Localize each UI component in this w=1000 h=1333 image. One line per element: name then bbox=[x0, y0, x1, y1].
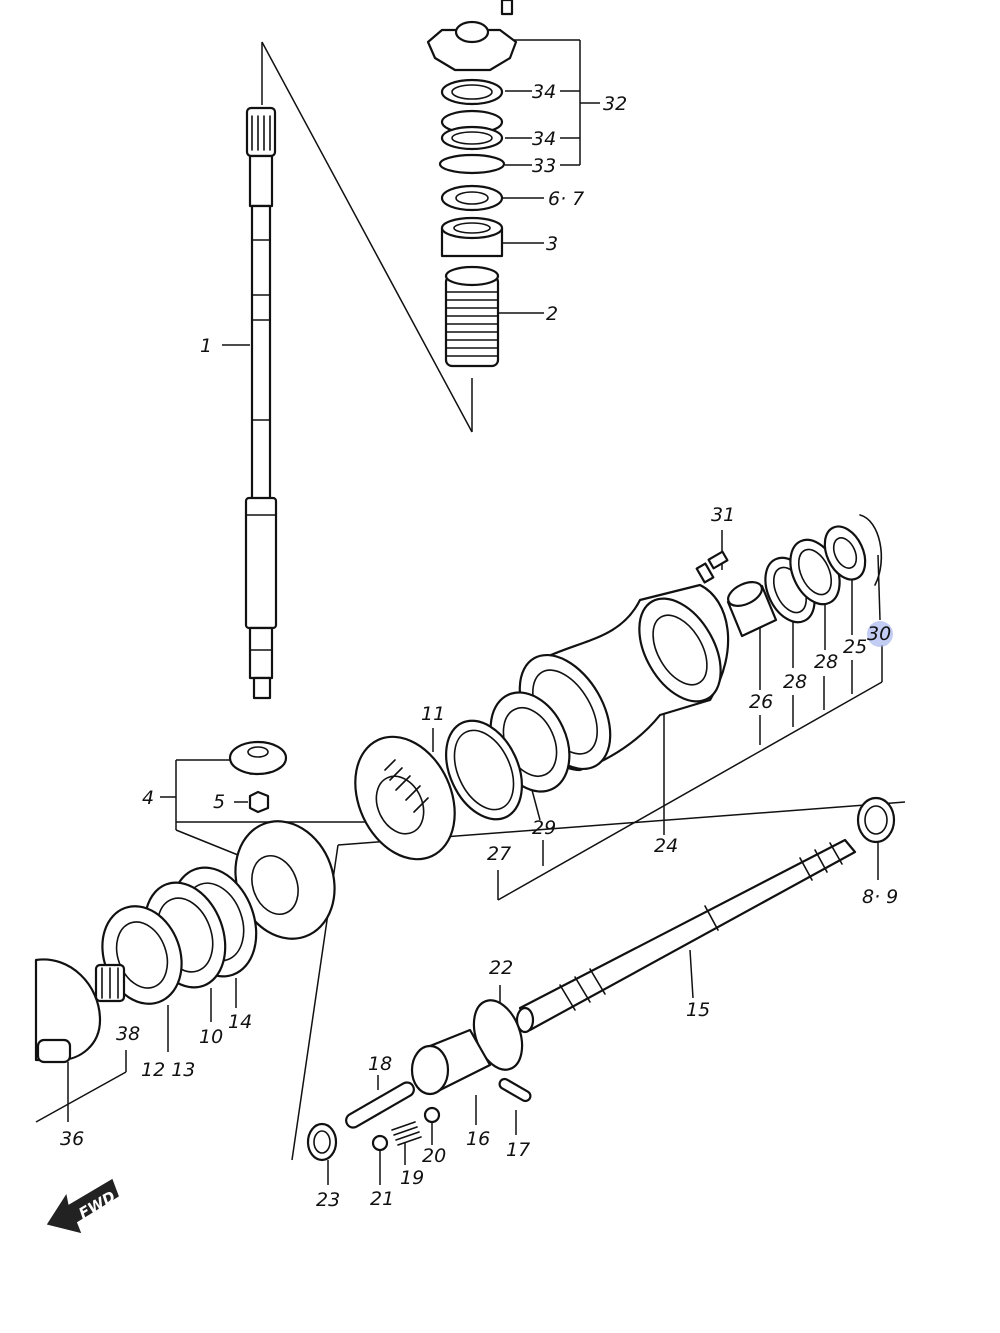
callout-10: 10 bbox=[199, 1026, 223, 1048]
callout-25: 25 bbox=[843, 636, 867, 658]
callout-23: 23 bbox=[316, 1189, 340, 1211]
callout-18: 18 bbox=[368, 1053, 392, 1075]
callout-20: 20 bbox=[422, 1145, 446, 1167]
callout-38: 38 bbox=[116, 1023, 140, 1045]
callout-3: 3 bbox=[546, 233, 558, 255]
callout-labels: 1 2 3 4 5 6· 7 8· 9 10 11 12 13 14 15 16… bbox=[60, 81, 898, 1211]
propeller-shaft-15 bbox=[515, 838, 857, 1034]
o-ring-33 bbox=[438, 153, 506, 175]
spring-19 bbox=[391, 1121, 422, 1146]
callout-30: 30 bbox=[867, 623, 891, 645]
callout-21: 21 bbox=[370, 1188, 394, 1210]
callout-19: 19 bbox=[400, 1167, 424, 1189]
forward-gear bbox=[234, 820, 336, 940]
callout-6-7: 6· 7 bbox=[548, 188, 584, 210]
callout-29: 29 bbox=[532, 817, 556, 839]
needle-bearing-38 bbox=[94, 963, 126, 1003]
callout-15: 15 bbox=[686, 999, 710, 1021]
callout-12-13: 12 13 bbox=[141, 1059, 195, 1081]
ball-20 bbox=[423, 1106, 441, 1124]
callout-26: 26 bbox=[749, 691, 773, 713]
pin-18 bbox=[345, 1081, 415, 1129]
callout-11: 11 bbox=[421, 703, 445, 725]
callout-17: 17 bbox=[506, 1139, 530, 1161]
needle-bearing-26 bbox=[726, 581, 778, 638]
ball-21 bbox=[371, 1134, 389, 1152]
callout-2: 2 bbox=[546, 303, 558, 325]
pinion-gear-4 bbox=[228, 740, 288, 776]
callout-31: 31 bbox=[711, 504, 735, 526]
o-ring-27 bbox=[445, 719, 523, 821]
gear-case-36 bbox=[34, 958, 102, 1064]
drive-shaft bbox=[244, 106, 278, 700]
pin-17 bbox=[498, 1077, 532, 1103]
oil-seal-34-bottom bbox=[440, 109, 504, 151]
callout-14: 14 bbox=[228, 1011, 252, 1033]
callout-36: 36 bbox=[60, 1128, 84, 1150]
nut-5 bbox=[248, 790, 270, 814]
housing-32 bbox=[426, 0, 518, 72]
callout-33: 33 bbox=[532, 155, 556, 177]
callout-22: 22 bbox=[489, 957, 513, 979]
callout-16: 16 bbox=[466, 1128, 490, 1150]
callout-32: 32 bbox=[603, 93, 627, 115]
callout-27: 27 bbox=[487, 843, 511, 865]
callout-28-b: 28 bbox=[814, 651, 838, 673]
washer-25 bbox=[823, 525, 867, 581]
fwd-arrow: FWD bbox=[46, 1178, 119, 1234]
washer-8-9 bbox=[856, 796, 896, 844]
circlip-30 bbox=[859, 514, 883, 586]
callout-8-9: 8· 9 bbox=[862, 886, 898, 908]
bearing-3 bbox=[440, 216, 504, 258]
callout-5: 5 bbox=[213, 791, 225, 813]
reverse-gear-11 bbox=[354, 735, 456, 861]
callout-1: 1 bbox=[200, 335, 212, 357]
callout-34-top: 34 bbox=[532, 81, 556, 103]
shim-6-7 bbox=[440, 184, 504, 212]
oil-seal-34-top bbox=[440, 78, 504, 106]
leader-lines bbox=[35, 39, 906, 1185]
bolt-31 bbox=[695, 550, 729, 584]
clutch-16 bbox=[410, 1028, 492, 1096]
ring-23 bbox=[306, 1122, 338, 1162]
callout-34-bottom: 34 bbox=[532, 128, 556, 150]
sleeve-2 bbox=[444, 265, 500, 368]
callout-24: 24 bbox=[654, 835, 678, 857]
callout-28-a: 28 bbox=[783, 671, 807, 693]
highlight-marker bbox=[867, 621, 893, 647]
callout-4: 4 bbox=[142, 787, 154, 809]
